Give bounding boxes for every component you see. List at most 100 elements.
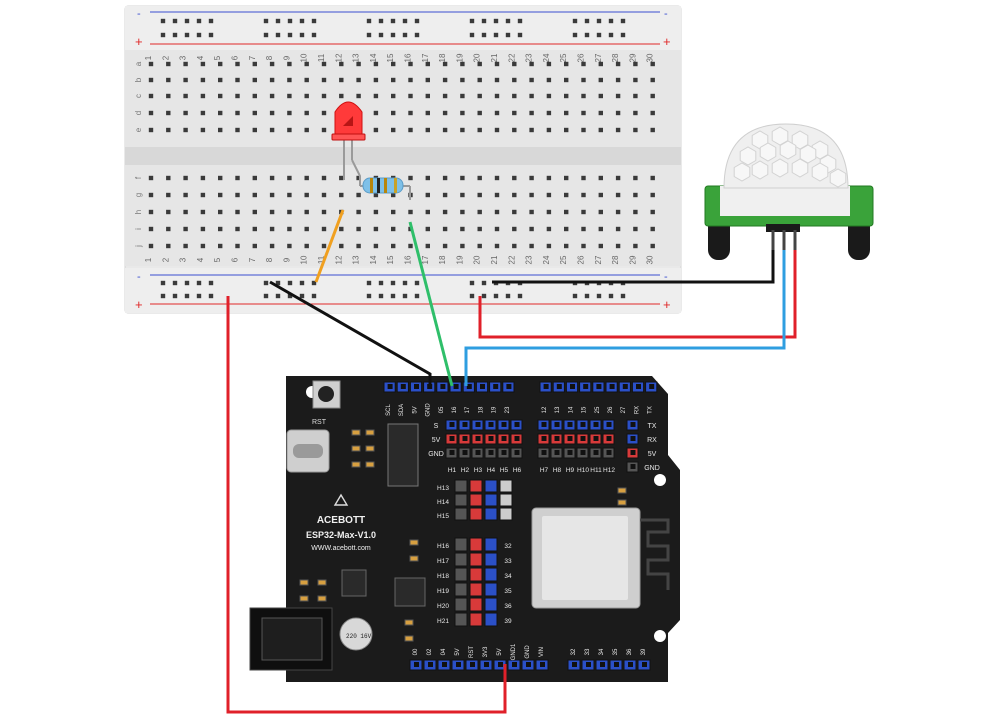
rail-hole[interactable] <box>469 280 475 286</box>
breadboard-hole[interactable] <box>598 93 603 99</box>
breadboard-hole[interactable] <box>235 175 240 181</box>
breadboard-hole[interactable] <box>356 61 361 67</box>
breadboard-hole[interactable] <box>477 226 482 232</box>
rail-hole[interactable] <box>378 18 384 24</box>
breadboard-hole[interactable] <box>235 127 240 133</box>
vertical-header-pin[interactable] <box>499 507 513 521</box>
breadboard-hole[interactable] <box>425 93 430 99</box>
breadboard-hole[interactable] <box>373 93 379 99</box>
breadboard-hole[interactable] <box>650 61 655 67</box>
vertical-header-pin[interactable] <box>484 612 498 627</box>
breadboard-hole[interactable] <box>391 243 396 249</box>
rail-hole[interactable] <box>378 293 384 299</box>
breadboard-hole[interactable] <box>425 61 430 67</box>
breadboard-hole[interactable] <box>166 243 171 249</box>
breadboard-hole[interactable] <box>391 93 396 99</box>
breadboard-hole[interactable] <box>546 192 552 198</box>
breadboard-hole[interactable] <box>321 93 327 99</box>
breadboard-hole[interactable] <box>218 209 223 215</box>
breadboard-hole[interactable] <box>460 243 465 249</box>
breadboard-hole[interactable] <box>408 209 413 215</box>
breadboard-hole[interactable] <box>546 243 552 249</box>
breadboard-hole[interactable] <box>442 110 448 116</box>
breadboard-hole[interactable] <box>442 226 448 232</box>
breadboard-hole[interactable] <box>166 61 171 67</box>
breadboard-hole[interactable] <box>235 93 240 99</box>
breadboard-hole[interactable] <box>494 243 500 249</box>
breadboard-hole[interactable] <box>581 192 586 198</box>
breadboard-hole[interactable] <box>512 243 517 249</box>
breadboard-hole[interactable] <box>183 110 188 116</box>
breadboard-hole[interactable] <box>615 226 621 232</box>
rail-hole[interactable] <box>378 32 384 38</box>
breadboard-hole[interactable] <box>235 243 240 249</box>
breadboard-hole[interactable] <box>598 243 603 249</box>
breadboard-hole[interactable] <box>546 127 552 133</box>
rail-hole[interactable] <box>160 280 166 286</box>
breadboard-hole[interactable] <box>546 175 552 181</box>
breadboard-hole[interactable] <box>269 209 275 215</box>
vertical-header-pin[interactable] <box>484 597 498 612</box>
rail-hole[interactable] <box>299 32 305 38</box>
breadboard-hole[interactable] <box>615 243 621 249</box>
rail-hole[interactable] <box>172 280 178 286</box>
breadboard-hole[interactable] <box>356 93 361 99</box>
vertical-header-pin[interactable] <box>484 582 498 597</box>
breadboard-hole[interactable] <box>304 192 309 198</box>
breadboard-hole[interactable] <box>650 127 655 133</box>
breadboard-hole[interactable] <box>339 175 344 181</box>
breadboard-hole[interactable] <box>218 127 223 133</box>
breadboard-hole[interactable] <box>373 243 379 249</box>
breadboard-hole[interactable] <box>356 175 361 181</box>
rail-hole[interactable] <box>160 18 166 24</box>
breadboard-hole[interactable] <box>425 209 430 215</box>
breadboard-hole[interactable] <box>477 192 482 198</box>
rail-hole[interactable] <box>481 293 487 299</box>
breadboard-hole[interactable] <box>512 226 517 232</box>
rail-hole[interactable] <box>608 32 614 38</box>
breadboard-hole[interactable] <box>373 127 379 133</box>
breadboard-hole[interactable] <box>252 175 257 181</box>
breadboard-hole[interactable] <box>269 175 275 181</box>
vertical-header-pin[interactable] <box>454 582 468 597</box>
breadboard-hole[interactable] <box>200 61 206 67</box>
rail-hole[interactable] <box>366 32 372 38</box>
breadboard-hole[interactable] <box>598 175 603 181</box>
breadboard-hole[interactable] <box>252 93 257 99</box>
breadboard-hole[interactable] <box>442 175 448 181</box>
rail-hole[interactable] <box>414 293 420 299</box>
breadboard-hole[interactable] <box>269 127 275 133</box>
breadboard-hole[interactable] <box>304 243 309 249</box>
breadboard-hole[interactable] <box>477 243 482 249</box>
breadboard-hole[interactable] <box>200 226 206 232</box>
rail-hole[interactable] <box>517 293 523 299</box>
breadboard-hole[interactable] <box>477 127 482 133</box>
vertical-header-pin[interactable] <box>454 612 468 627</box>
breadboard-hole[interactable] <box>442 93 448 99</box>
breadboard-hole[interactable] <box>287 77 292 83</box>
breadboard-hole[interactable] <box>442 127 448 133</box>
breadboard-hole[interactable] <box>166 110 171 116</box>
breadboard-hole[interactable] <box>339 77 344 83</box>
breadboard-hole[interactable] <box>356 209 361 215</box>
rail-hole[interactable] <box>366 293 372 299</box>
breadboard-hole[interactable] <box>460 175 465 181</box>
breadboard-hole[interactable] <box>200 243 206 249</box>
breadboard-hole[interactable] <box>442 77 448 83</box>
breadboard-hole[interactable] <box>494 127 500 133</box>
breadboard-hole[interactable] <box>218 226 223 232</box>
breadboard-hole[interactable] <box>633 93 638 99</box>
breadboard-hole[interactable] <box>512 175 517 181</box>
rail-hole[interactable] <box>172 18 178 24</box>
breadboard-hole[interactable] <box>650 93 655 99</box>
rail-hole[interactable] <box>263 280 269 286</box>
breadboard-hole[interactable] <box>477 175 482 181</box>
breadboard-hole[interactable] <box>477 61 482 67</box>
breadboard-hole[interactable] <box>321 192 327 198</box>
breadboard-hole[interactable] <box>183 209 188 215</box>
breadboard-hole[interactable] <box>373 77 379 83</box>
breadboard-hole[interactable] <box>477 110 482 116</box>
rail-hole[interactable] <box>402 293 408 299</box>
breadboard-hole[interactable] <box>373 110 379 116</box>
breadboard-hole[interactable] <box>391 127 396 133</box>
